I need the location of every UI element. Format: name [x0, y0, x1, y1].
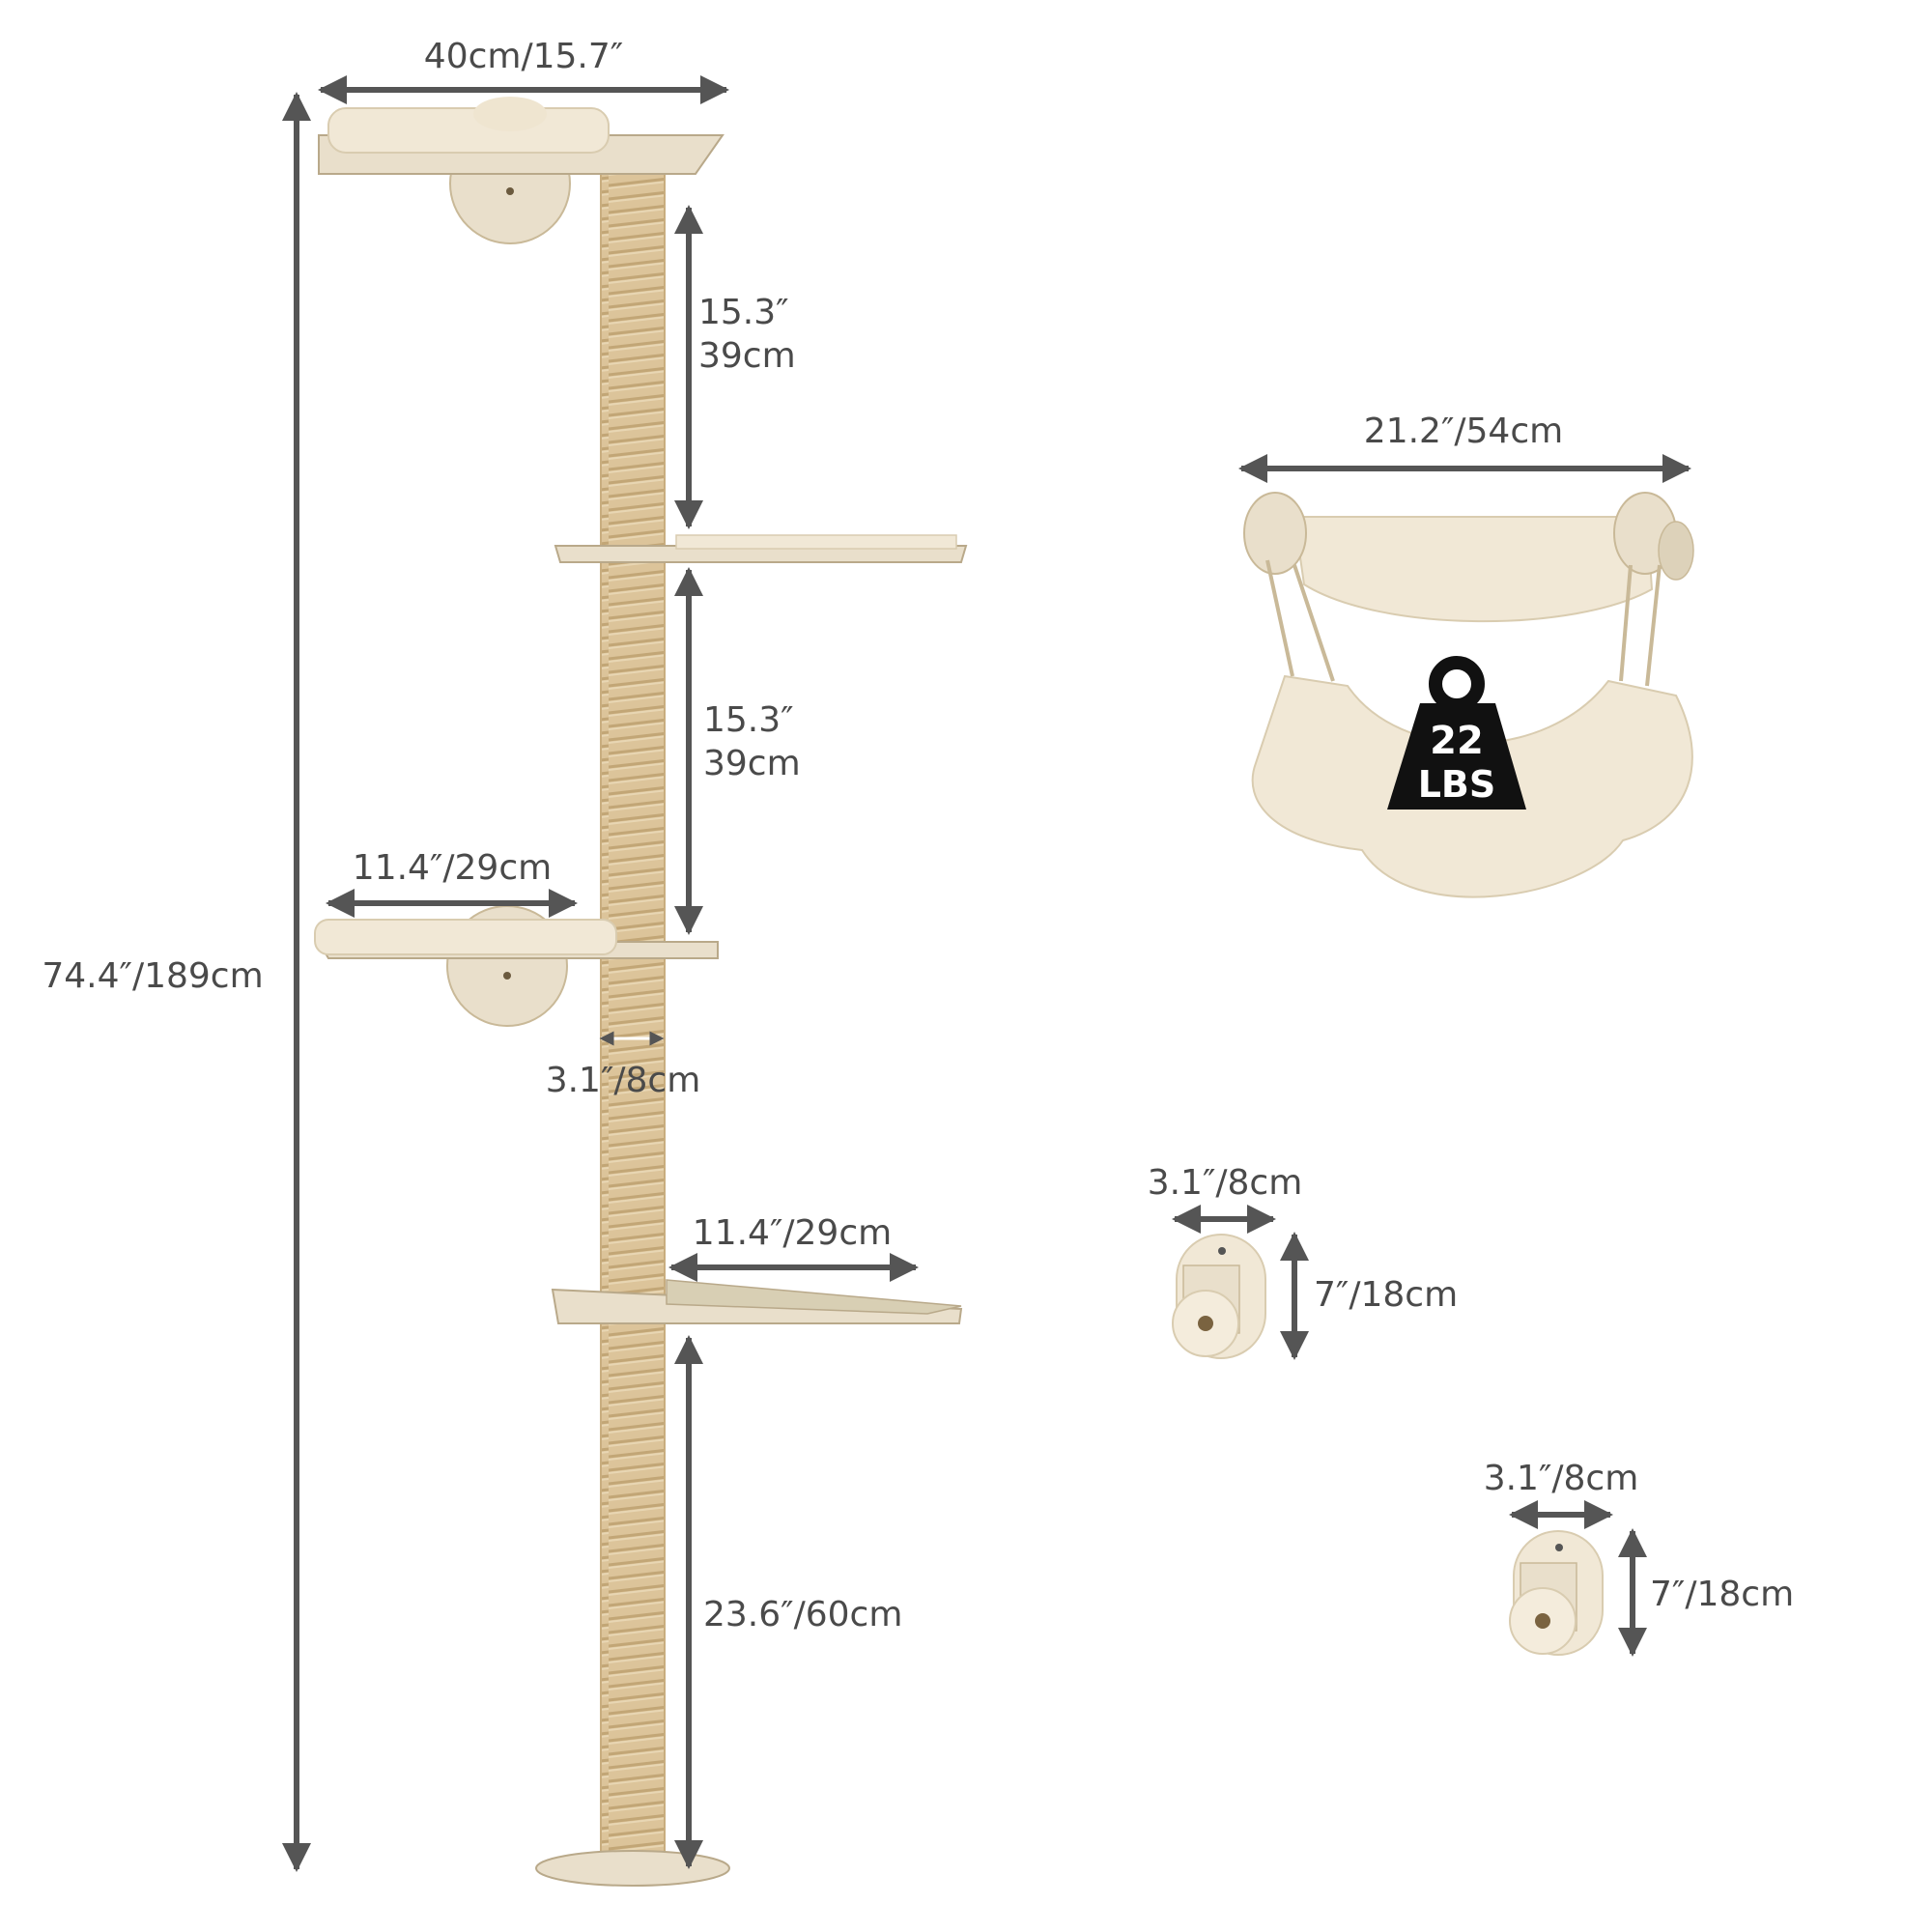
top-width-dimension: 40cm/15.7″	[318, 37, 729, 104]
step-1-height-dimension: 7″/18cm	[1280, 1232, 1458, 1360]
hammock-width-dimension: 21.2″/54cm	[1238, 412, 1691, 483]
step-2-height-dimension: 7″/18cm	[1618, 1528, 1794, 1657]
floor-base	[535, 1850, 730, 1887]
base-height-dimension: 23.6″/60cm	[674, 1335, 902, 1869]
wall-step-2	[1509, 1530, 1604, 1656]
top-width-label: 40cm/15.7″	[424, 37, 623, 76]
bed-width-label: 11.4″/29cm	[353, 848, 552, 888]
step-2-width-label: 3.1″/8cm	[1484, 1459, 1639, 1498]
total-height-label: 74.4″/189cm	[42, 956, 263, 996]
upper-gap-cm-label: 39cm	[698, 336, 796, 376]
post-diameter-label: 3.1″/8cm	[546, 1061, 701, 1100]
step-1-height-label: 7″/18cm	[1314, 1275, 1458, 1315]
bed-width-dimension: 11.4″/29cm	[326, 848, 578, 918]
middle-gap-dimension: 15.3″ 39cm	[674, 567, 801, 935]
sisal-post	[600, 156, 666, 1872]
upper-shelf	[554, 534, 968, 563]
hammock-width-label: 21.2″/54cm	[1364, 412, 1563, 451]
middle-gap-cm-label: 39cm	[703, 744, 801, 783]
weight-icon: 22 LBS	[1387, 656, 1526, 810]
post-diameter-dimension: 3.1″/8cm	[546, 1031, 701, 1100]
lower-step-width-label: 11.4″/29cm	[693, 1213, 892, 1253]
step-1-width-label: 3.1″/8cm	[1148, 1163, 1303, 1203]
step-1-width-dimension: 3.1″/8cm	[1148, 1163, 1303, 1234]
upper-gap-inches-label: 15.3″	[698, 293, 789, 332]
wall-step-1	[1172, 1234, 1266, 1359]
lower-step-width-dimension: 11.4″/29cm	[668, 1213, 919, 1282]
base-height-label: 23.6″/60cm	[703, 1595, 902, 1634]
upper-gap-dimension: 15.3″ 39cm	[674, 205, 796, 529]
step-2-height-label: 7″/18cm	[1650, 1575, 1794, 1614]
top-platform	[318, 97, 724, 244]
weight-unit: LBS	[1418, 763, 1496, 806]
weight-value: 22	[1430, 719, 1484, 763]
step-2-width-dimension: 3.1″/8cm	[1484, 1459, 1639, 1529]
lower-shelf	[551, 1279, 963, 1324]
total-height-dimension: 74.4″/189cm	[42, 92, 311, 1872]
middle-gap-inches-label: 15.3″	[703, 700, 794, 740]
